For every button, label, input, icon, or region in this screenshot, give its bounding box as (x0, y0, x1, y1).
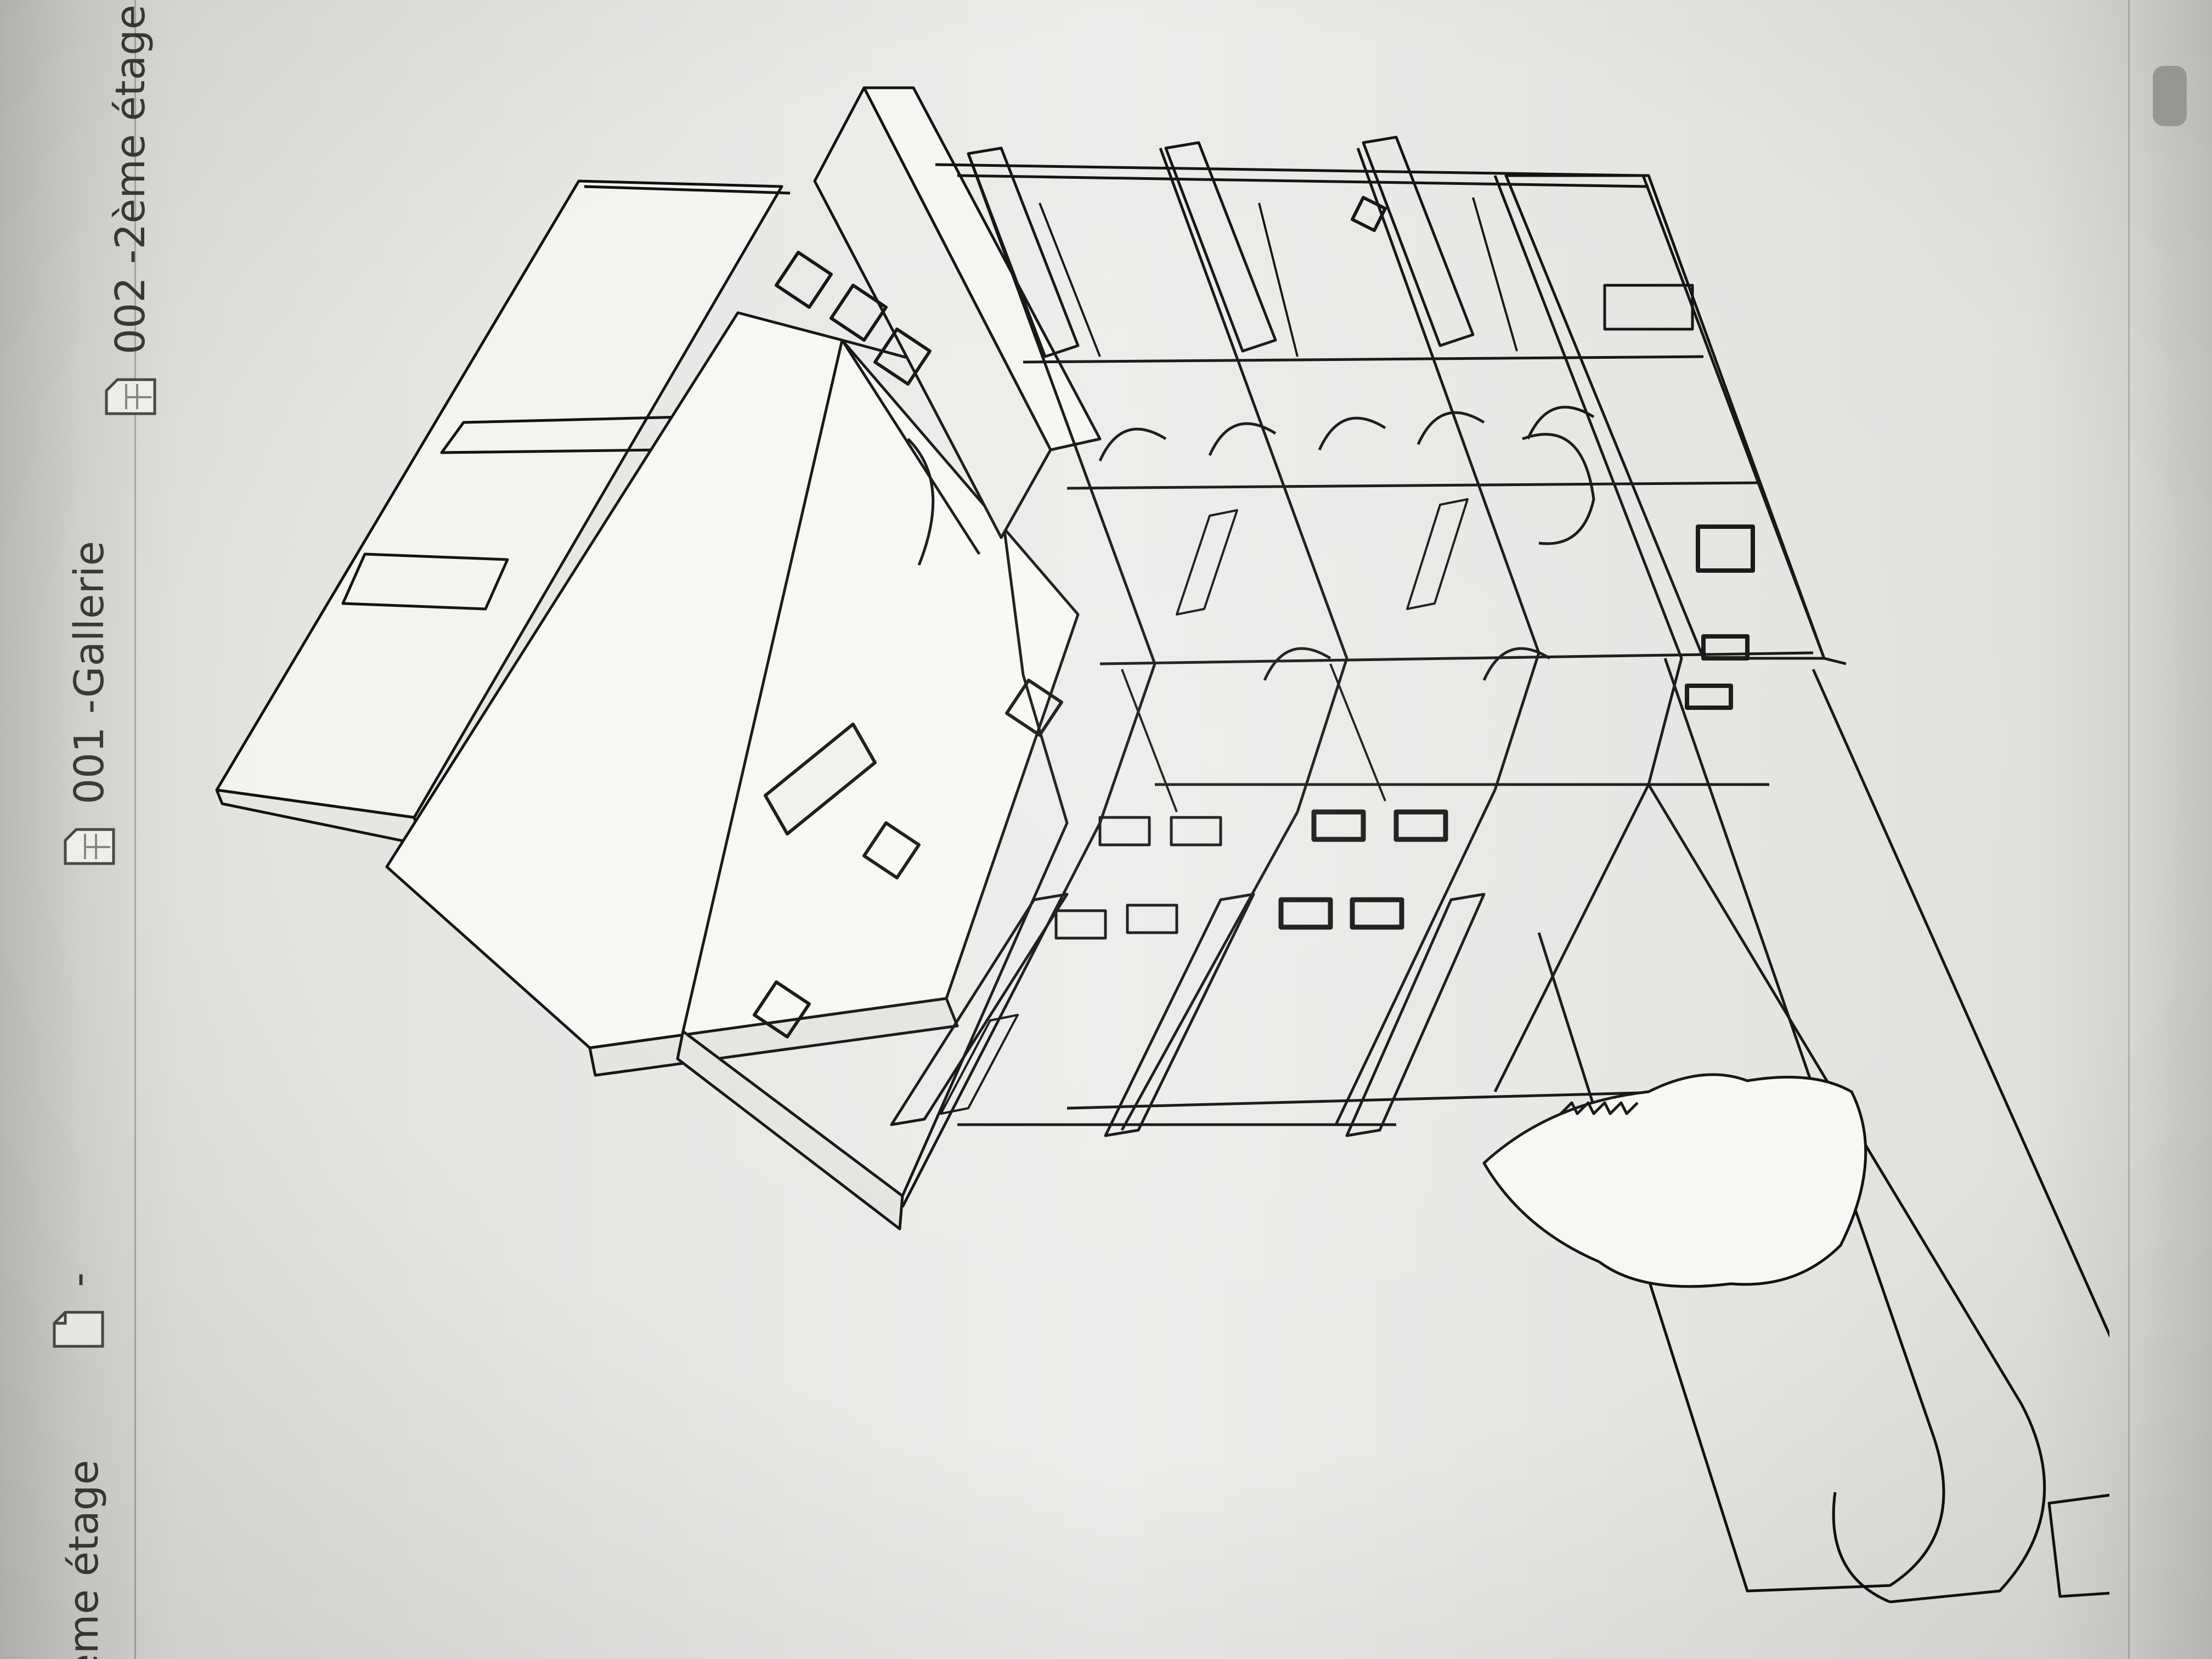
tab-label: - (55, 1272, 102, 1287)
tab-label: ème étage (60, 1459, 108, 1659)
tab-label: 001 -Gallerie (66, 540, 113, 804)
tab-third-floor[interactable]: ème étage (60, 1460, 108, 1659)
windows (1054, 284, 1755, 940)
scroll-thumb[interactable] (2153, 66, 2187, 126)
tab-gallerie[interactable]: 001 -Gallerie (63, 541, 116, 867)
arches (1098, 405, 1595, 681)
tree (1482, 1073, 1867, 1288)
document-icon (52, 1309, 105, 1350)
view-tabs-bar: ème étage - 001 -Gallerie 002 -2ème étag… (0, 0, 156, 1659)
interior-lines (940, 197, 1518, 1115)
floor-plan-icon (104, 376, 157, 417)
drawing-viewport[interactable] (134, 0, 2109, 1659)
tab-untitled[interactable]: - (52, 1272, 105, 1350)
stair-tower (1504, 174, 1826, 660)
building-frame (813, 86, 1847, 1208)
axonometric-building-drawing (215, 86, 2109, 1604)
tab-second-floor[interactable]: 002 -2ème étage (104, 4, 157, 417)
furniture (753, 196, 1387, 1039)
floor-plan-icon (63, 826, 116, 867)
vertical-scrollbar[interactable] (2128, 0, 2212, 1659)
ramp (1537, 658, 2109, 1604)
